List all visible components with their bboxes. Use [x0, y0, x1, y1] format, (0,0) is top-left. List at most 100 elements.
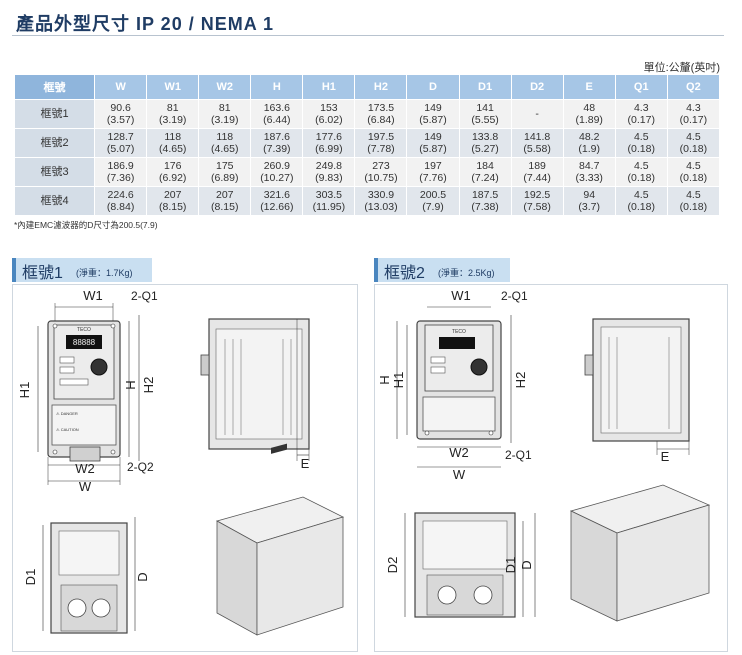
cell-inch-value: (5.07)	[106, 143, 135, 155]
dim2-w: W	[453, 467, 466, 482]
cell-mm-value: 189	[528, 160, 546, 172]
cell-mm-value: 4.5	[686, 160, 701, 172]
table-cell: 141(5.55)	[458, 99, 512, 129]
cell-inch-value: (9.83)	[315, 172, 343, 184]
frame2-side-view: E	[584, 318, 690, 464]
cell-mm-value: 149	[424, 131, 442, 143]
table-cell: 175(6.89)	[198, 157, 252, 187]
cell-inch-value: (13.03)	[364, 201, 398, 213]
page-title: 產品外型尺寸 IP 20 / NEMA 1	[16, 14, 275, 34]
cell-mm-value: 81	[166, 102, 179, 114]
dim2-h2: H2	[513, 372, 528, 389]
cell-inch-value: (8.15)	[158, 201, 187, 213]
table-cell: -	[510, 99, 564, 129]
table-cell: 163.6(6.44)	[250, 99, 304, 129]
cell-inch-value: (12.66)	[260, 201, 294, 213]
cell-mm-value: 4.5	[686, 131, 701, 143]
unit-note: 單位:公釐(英吋)	[643, 62, 720, 74]
frame1-isometric-view	[215, 443, 345, 636]
cell-inch-value: (4.65)	[211, 143, 239, 155]
cell-inch-value: (3.57)	[106, 114, 135, 126]
cell-mm-value: 173.5	[367, 102, 395, 114]
table-cell: 153(6.02)	[302, 99, 356, 129]
table-cell: 149(5.87)	[406, 99, 460, 129]
table-cell: 187.6(7.39)	[250, 128, 304, 158]
table-cell: 192.5(7.58)	[510, 186, 564, 216]
cell-inch-value: (7.36)	[106, 172, 135, 184]
row-frame-label: 框號2	[13, 128, 96, 158]
dim-2q2: 2-Q2	[127, 460, 154, 474]
cell-mm-value: 207	[163, 189, 182, 201]
dim-e: E	[301, 456, 310, 471]
table-cell: 90.6(3.57)	[94, 99, 148, 129]
table-cell: 273(10.75)	[354, 157, 408, 187]
table-cell: 224.6(8.84)	[94, 186, 148, 216]
frame1-tab: 框號1 (淨重：1.7Kg)	[12, 258, 152, 282]
cell-mm-value: 187.6	[263, 131, 290, 143]
column-header: Q2	[666, 74, 721, 100]
cell-mm-value: 81	[218, 102, 231, 114]
cell-inch-value: (6.89)	[211, 172, 239, 184]
dim-w2: W2	[75, 461, 95, 476]
cell-mm-value: 187.5	[471, 189, 499, 201]
cell-mm-value: 84.7	[578, 160, 600, 172]
device-display: 88888	[73, 338, 96, 347]
frame2-weight: (淨重：2.5Kg)	[438, 268, 495, 278]
table-cell: 186.9(7.36)	[94, 157, 148, 187]
dim-2q1: 2-Q1	[131, 289, 158, 303]
table-cell: 4.5(0.18)	[666, 128, 721, 158]
device-brand: TECO	[77, 327, 91, 333]
cell-mm-value: 4.5	[633, 189, 649, 201]
cell-inch-value: (0.18)	[679, 143, 708, 155]
dim-h1: H1	[17, 382, 32, 399]
table-cell: 189(7.44)	[510, 157, 564, 187]
table-cell: 173.5(6.84)	[354, 99, 408, 129]
cell-mm-value: 197	[424, 160, 442, 172]
frame1-bottom-view: D1 D	[23, 517, 150, 634]
cell-inch-value: (10.75)	[364, 172, 398, 184]
table-cell: 184(7.24)	[458, 157, 512, 187]
cell-mm-value: 176	[163, 160, 182, 172]
table-cell: 303.5(11.95)	[302, 186, 356, 216]
table-cell: 118(4.65)	[198, 128, 252, 158]
dim-d: D	[135, 572, 150, 581]
dim-h2: H2	[141, 377, 156, 394]
cell-inch-value: (11.95)	[312, 201, 346, 213]
dim2-h: H	[377, 375, 392, 384]
cell-inch-value: (7.44)	[523, 172, 551, 184]
cell-inch-value: (0.18)	[679, 201, 708, 213]
cell-mm-value: 90.6	[110, 102, 131, 114]
cell-mm-value: 177.6	[315, 131, 343, 143]
cell-mm-value: 330.9	[367, 189, 395, 201]
cell-inch-value: (7.9)	[422, 201, 444, 213]
table-cell: 141.8(5.58)	[510, 128, 564, 158]
cell-inch-value: (6.84)	[367, 114, 395, 126]
cell-inch-value: (10.27)	[260, 172, 294, 184]
dim2-d: D	[519, 560, 534, 569]
cell-inch-value: (7.38)	[471, 201, 499, 213]
table-cell: 4.5(0.18)	[666, 157, 721, 187]
cell-mm-value: 118	[216, 131, 234, 143]
table-cell: 207(8.15)	[146, 186, 200, 216]
table-cell: 133.8(5.27)	[458, 128, 512, 158]
dim-w1: W1	[83, 288, 103, 303]
cell-inch-value: (5.58)	[523, 143, 551, 155]
title-bar: 產品外型尺寸 IP 20 / NEMA 1	[12, 6, 724, 36]
cell-inch-value: (5.27)	[471, 143, 499, 155]
cell-mm-value: 4.5	[633, 131, 649, 143]
cell-inch-value: (7.24)	[471, 172, 499, 184]
table-cell: 94(3.7)	[562, 186, 616, 216]
cell-mm-value: 273	[372, 160, 390, 172]
dim-w: W	[79, 479, 92, 494]
cell-inch-value: (8.15)	[211, 201, 239, 213]
column-header: 框號	[13, 74, 96, 100]
cell-inch-value: (6.44)	[263, 114, 291, 126]
table-cell: 4.5(0.18)	[614, 186, 668, 216]
frame1-drawings: TECO 88888 ⚠ DANGER ⚠ CAUTION	[17, 288, 345, 636]
table-cell: 200.5(7.9)	[406, 186, 460, 216]
frame2-isometric-view	[569, 484, 711, 622]
table-cell: 207(8.15)	[198, 186, 252, 216]
